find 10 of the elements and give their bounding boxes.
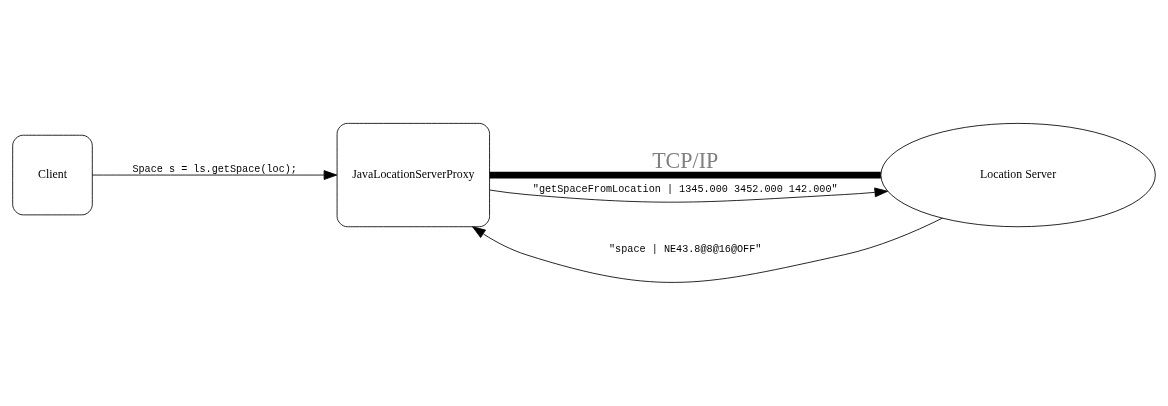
node-box: JavaLocationServerProxy <box>336 122 490 228</box>
arrow <box>472 217 943 283</box>
edge-label: Space s = ls.getSpace(loc); <box>132 164 297 176</box>
arrow <box>92 170 338 180</box>
node-box: Client <box>12 134 93 216</box>
edge-label: TCP/IP <box>652 148 719 174</box>
node-ellipse: Location Server <box>880 122 1156 228</box>
edge-label: "space | NE43.8@8@16@OFF" <box>609 243 762 255</box>
arrow <box>489 187 889 203</box>
edge-label: "getSpaceFromLocation | 1345.000 3452.000 142.000" <box>532 183 838 195</box>
